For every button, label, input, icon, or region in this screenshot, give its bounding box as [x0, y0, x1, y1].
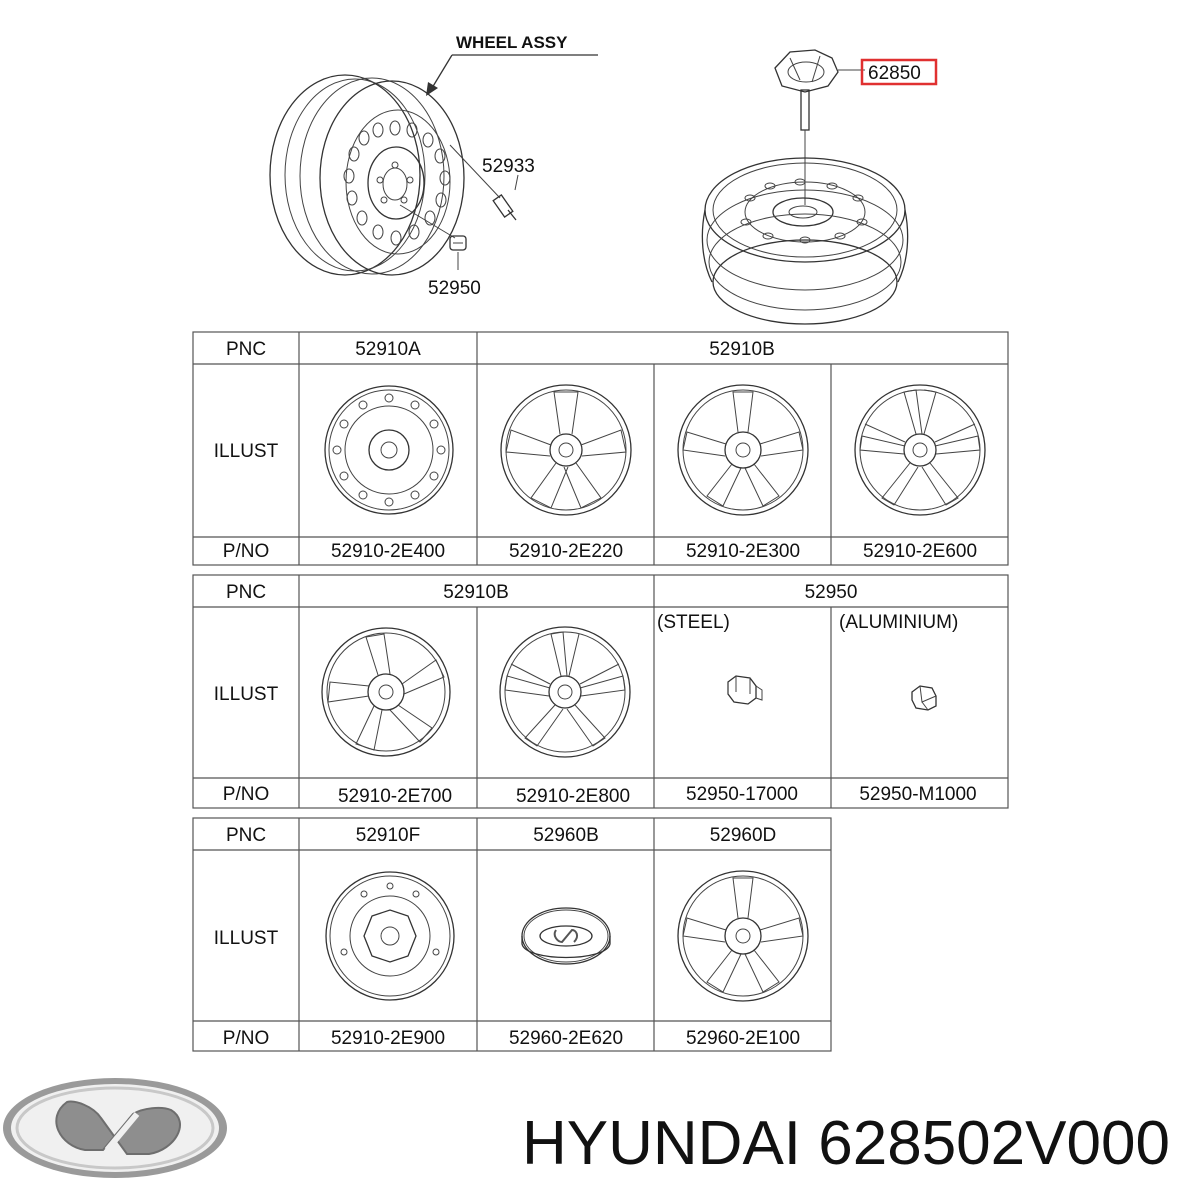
lug-nut-icon: [911, 685, 937, 711]
spare-tire-clamp-icon: 62850: [774, 49, 938, 205]
alloy-wheel-icon: [677, 870, 809, 1002]
row-label-pnc: PNC: [226, 825, 266, 846]
pnc-header: 52910B: [709, 339, 775, 360]
pnc-header: 52960D: [710, 825, 777, 846]
row-label-pno: P/NO: [223, 541, 269, 562]
part-number: 52950-M1000: [859, 784, 976, 805]
parts-table-1: PNC ILLUST P/NO 52910A 52910B 52910-2E40…: [192, 331, 1009, 566]
alloy-wheel-icon: [500, 384, 632, 516]
wheel-assembly-illustration: WHEEL ASSY: [269, 33, 938, 325]
hub-cap-icon: [521, 907, 611, 965]
alloy-wheel-icon: [854, 384, 986, 516]
steel-wheel-icon: [324, 385, 454, 515]
pnc-header: 52960B: [533, 825, 599, 846]
part-number: 52910-2E400: [331, 541, 445, 562]
part-number: 52950-17000: [686, 784, 798, 805]
row-label-pnc: PNC: [226, 582, 266, 603]
lug-nut-icon: [727, 675, 763, 705]
part-number: 52960-2E620: [509, 1028, 623, 1049]
callout-62850: 62850: [868, 63, 921, 84]
parts-table-2: PNC ILLUST P/NO 52910B 52950 (STEEL) (AL…: [192, 574, 1009, 809]
hyundai-logo-icon: [3, 1078, 227, 1178]
steel-wheel-icon: [269, 74, 465, 276]
pnc-header: 52910B: [443, 582, 509, 603]
part-number: 52910-2E900: [331, 1028, 445, 1049]
callout-52933: 52933: [482, 156, 535, 177]
part-number: 52910-2E600: [863, 541, 977, 562]
alloy-wheel-icon: [677, 384, 809, 516]
alloy-wheel-icon: [321, 627, 451, 757]
steel-wheel-icon: [325, 871, 455, 1001]
material-note: (STEEL): [657, 612, 730, 633]
material-note: (ALUMINIUM): [839, 612, 958, 633]
brand-part-number: HYUNDAI 628502V000: [522, 1109, 1170, 1178]
row-label-pno: P/NO: [223, 784, 269, 805]
part-number: 52910-2E220: [509, 541, 623, 562]
lug-nut-icon: 52950: [399, 204, 481, 299]
part-number: 52910-2E800: [516, 786, 630, 807]
part-number: 52910-2E300: [686, 541, 800, 562]
pnc-header: 52910F: [356, 825, 420, 846]
valve-stem-icon: 52933: [449, 144, 535, 221]
pnc-header: 52910A: [355, 339, 421, 360]
row-label-illust: ILLUST: [214, 684, 279, 705]
parts-table-3: PNC ILLUST P/NO 52910F 52960B 52960D 529…: [192, 817, 832, 1052]
row-label-illust: ILLUST: [214, 441, 279, 462]
row-label-pno: P/NO: [223, 1028, 269, 1049]
row-label-pnc: PNC: [226, 339, 266, 360]
part-number: 52960-2E100: [686, 1028, 800, 1049]
part-number: 52910-2E700: [338, 786, 452, 807]
wheel-assy-title: WHEEL ASSY: [456, 33, 568, 52]
spare-wheel-icon: [701, 157, 909, 325]
callout-52950: 52950: [428, 278, 481, 299]
pnc-header: 52950: [805, 582, 858, 603]
alloy-wheel-icon: [499, 626, 631, 758]
highlight-box: [860, 58, 938, 86]
row-label-illust: ILLUST: [214, 928, 279, 949]
